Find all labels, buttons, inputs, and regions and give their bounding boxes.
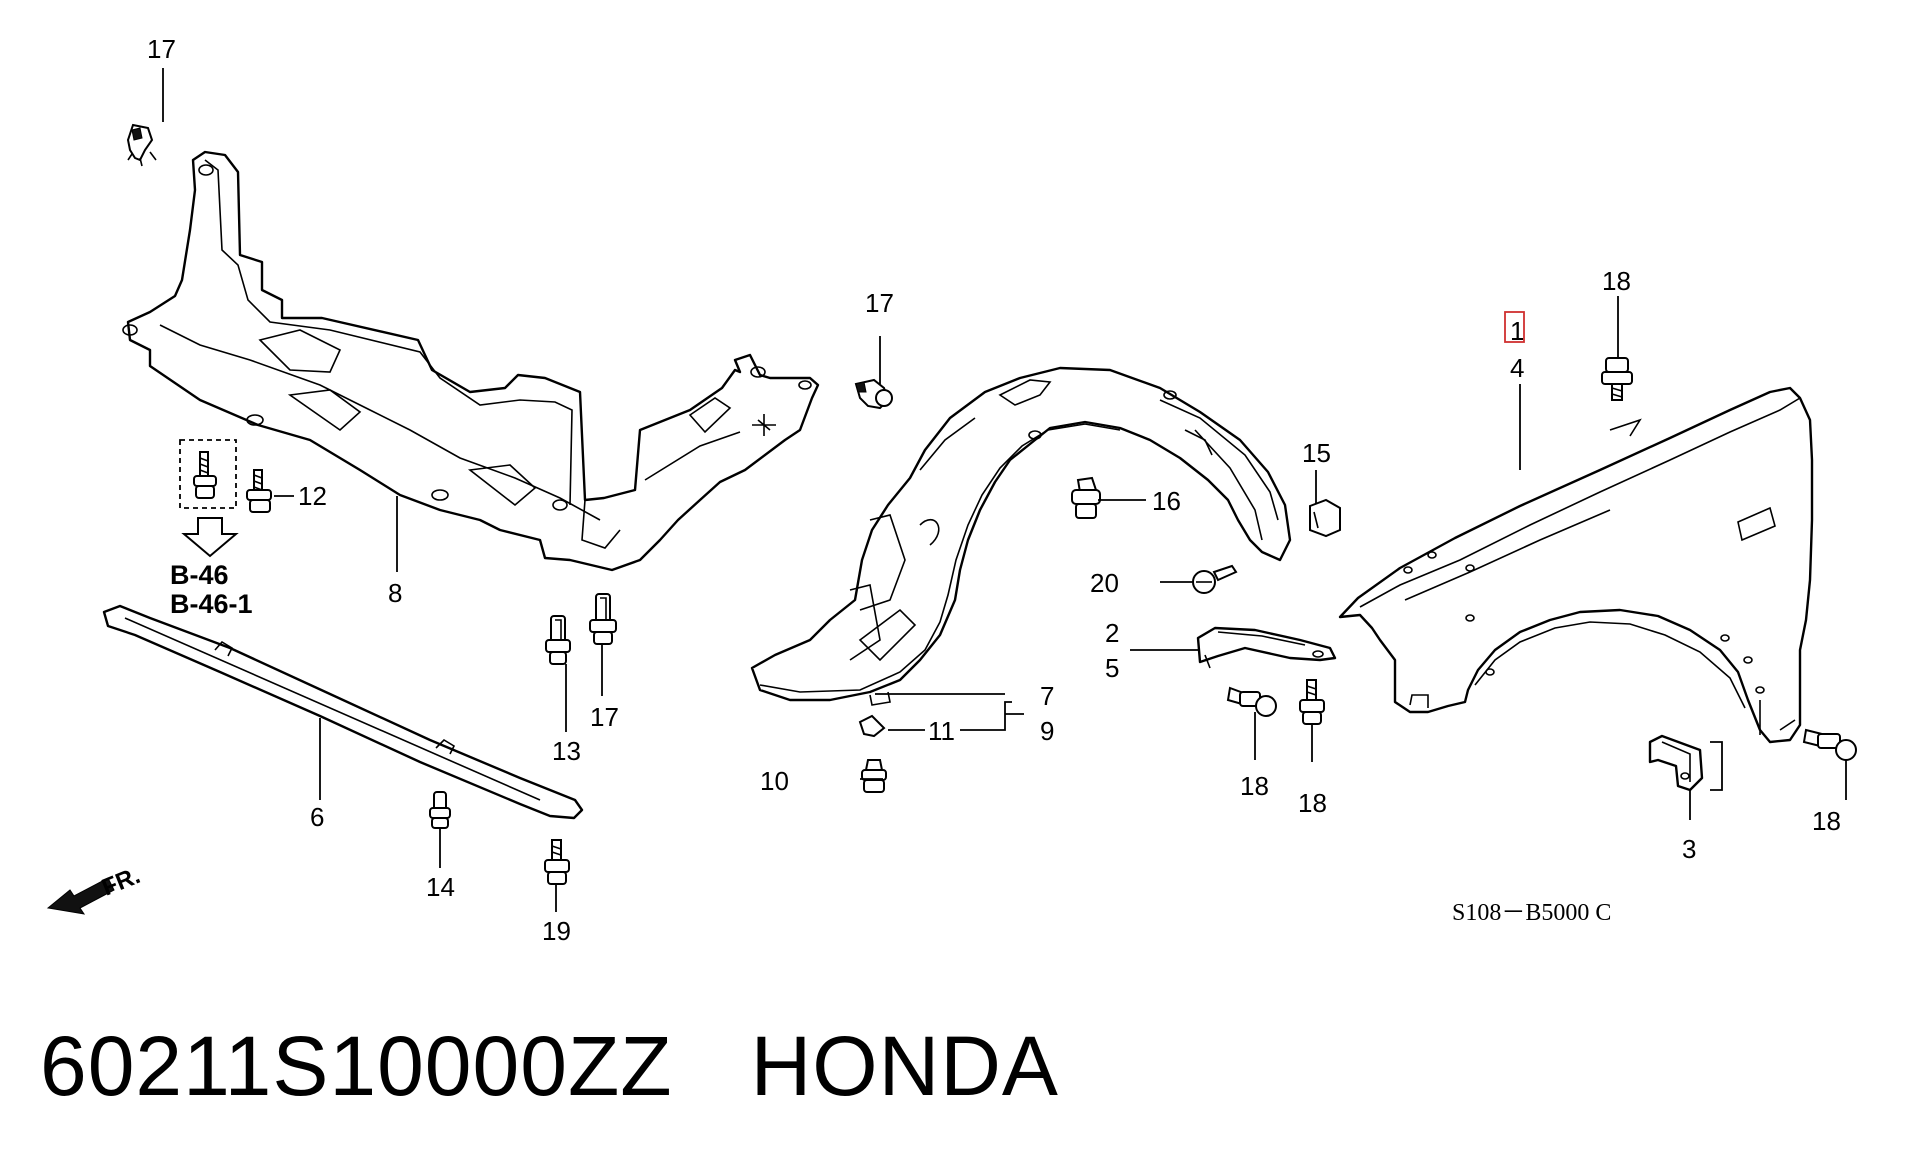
callout-14: 14 [426, 872, 455, 902]
screw-20-icon [1192, 564, 1238, 594]
callout-18-mid-a: 18 [1240, 771, 1269, 801]
fender-liner-part [750, 366, 1292, 706]
callout-18-top: 18 [1602, 266, 1631, 296]
clip-13-icon [545, 615, 571, 665]
callout-11: 11 [928, 716, 955, 746]
dashed-reference-bolt-icon [179, 439, 237, 509]
callout-4: 4 [1510, 353, 1524, 383]
reference-b46: B-46 [170, 560, 229, 590]
reference-arrow-icon [181, 517, 239, 558]
callout-17-top: 17 [147, 34, 176, 64]
callout-20: 20 [1090, 568, 1119, 598]
callout-labels: 17 12 8 13 17 6 14 19 10 11 7 9 17 16 15… [147, 34, 1841, 946]
reference-b46-1: B-46-1 [170, 589, 253, 619]
diagram-code: S108－B5000 C [1452, 900, 1611, 926]
callout-2: 2 [1105, 618, 1119, 648]
clip-16-icon [1071, 476, 1101, 519]
bolt-18-mid-b-icon [1299, 679, 1325, 725]
front-arrow-icon: FR. [46, 862, 144, 915]
front-label: FR. [98, 862, 144, 902]
callout-8: 8 [388, 578, 402, 608]
bulkhead-bracket-part [122, 150, 820, 572]
screw-10-icon [861, 759, 887, 793]
front-fender-part [1338, 386, 1814, 744]
callout-7: 7 [1040, 681, 1054, 711]
leader-lines [162, 68, 1847, 912]
bolt-18-mid-a-icon [1226, 686, 1277, 717]
clip-17-liner-icon [854, 378, 893, 410]
callout-6: 6 [310, 802, 324, 832]
small-bracket-part [1196, 626, 1337, 669]
callout-5: 5 [1105, 653, 1119, 683]
callout-16: 16 [1152, 486, 1181, 516]
callout-12: 12 [298, 481, 327, 511]
bolt-12-icon [246, 469, 272, 513]
highlight-box [1504, 311, 1525, 343]
callout-3: 3 [1682, 834, 1696, 864]
clip-17-lower-icon [589, 593, 617, 645]
clip-17-top-icon [126, 123, 157, 167]
callout-17-lower: 17 [590, 702, 619, 732]
callout-13: 13 [552, 736, 581, 766]
callout-17-liner: 17 [865, 288, 894, 318]
bolt-18-top-icon [1601, 357, 1633, 401]
clip-11-icon [858, 714, 886, 738]
callout-10: 10 [760, 766, 789, 796]
lower-bar-part [102, 604, 584, 820]
fender-bracket-part [1648, 734, 1704, 792]
callout-18-right: 18 [1812, 806, 1841, 836]
callout-9: 9 [1040, 716, 1054, 746]
callout-19: 19 [542, 916, 571, 946]
brand-name: HONDA [750, 1019, 1059, 1113]
clip-14-icon [429, 791, 451, 829]
bolt-18-right-icon [1802, 728, 1857, 761]
callout-15: 15 [1302, 438, 1331, 468]
nut-15-icon [1309, 498, 1341, 538]
part-number: 60211S10000ZZ [40, 1019, 673, 1113]
callout-1: 1 [1510, 316, 1524, 346]
bolt-19-icon [544, 839, 570, 885]
footer: 60211S10000ZZ HONDA [40, 1018, 1059, 1118]
callout-18-mid-b: 18 [1298, 788, 1327, 818]
